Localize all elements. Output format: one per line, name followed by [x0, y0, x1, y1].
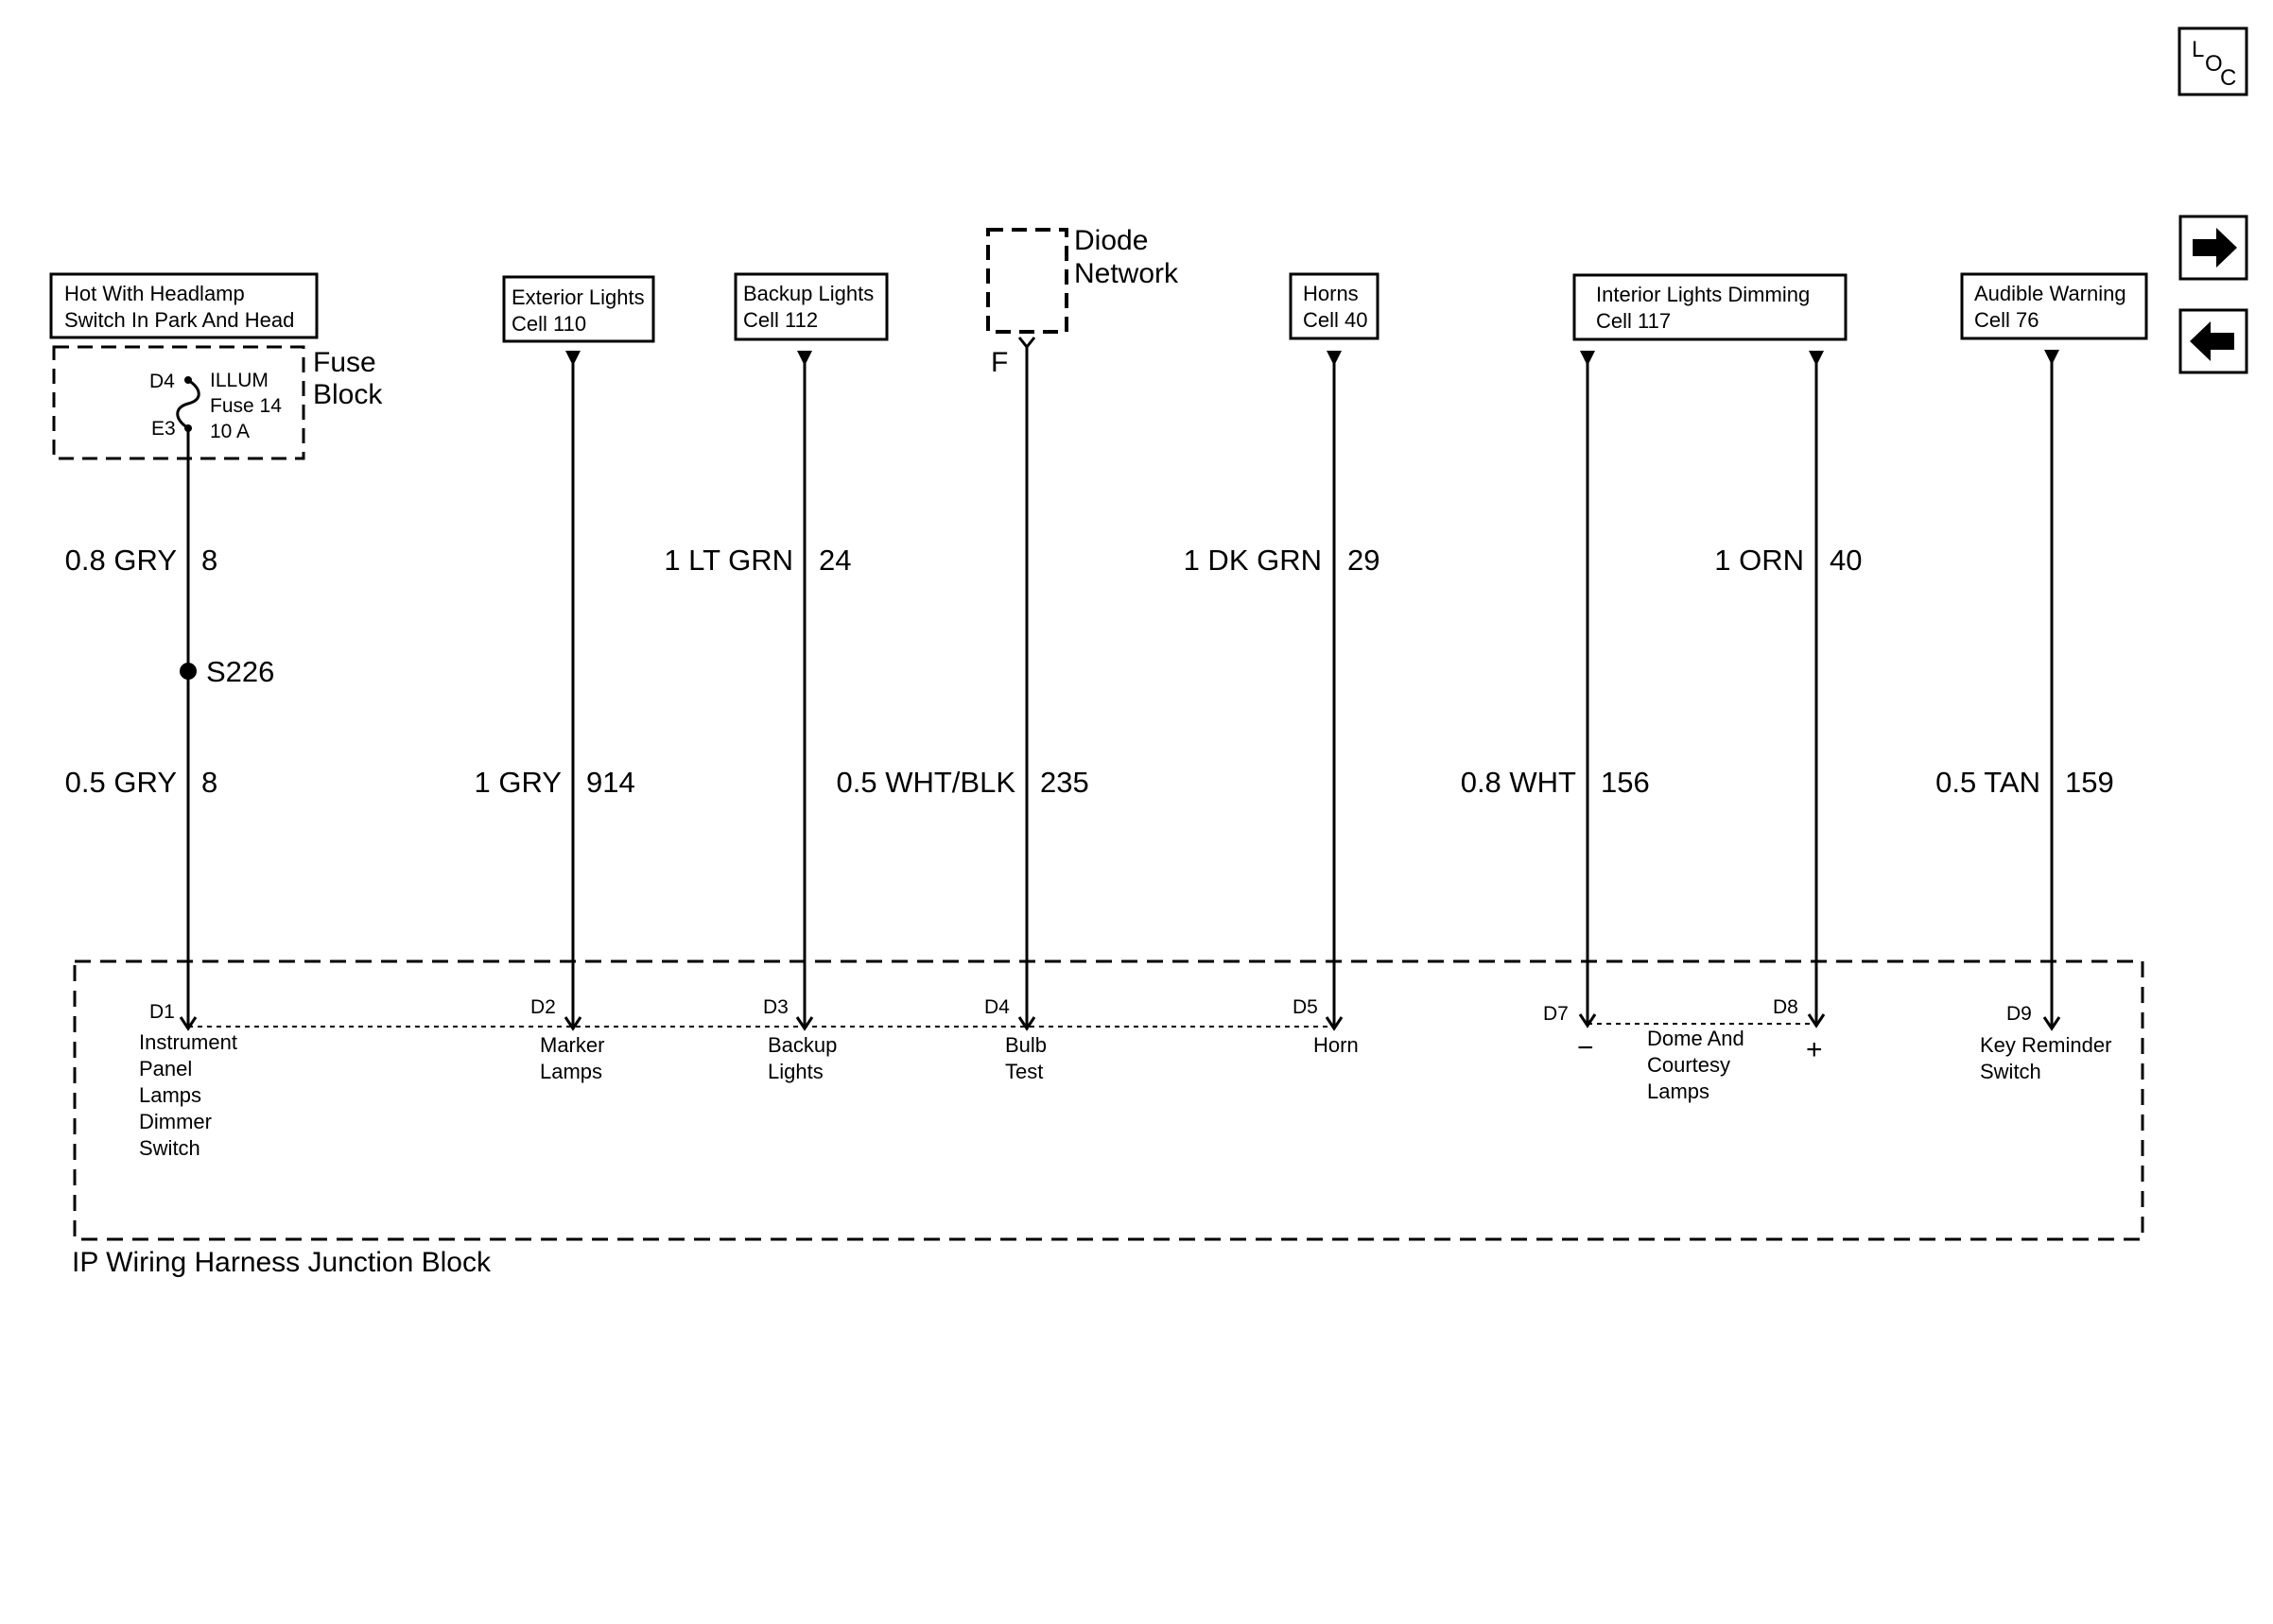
diode-network-label-line2: Network: [1074, 258, 1179, 289]
wire-d8-circuit: 40: [1830, 544, 1862, 577]
ref-interior-line2: Cell 117: [1596, 309, 1671, 333]
fuse-symbol: [176, 376, 200, 432]
dest-d4-line2: Test: [1005, 1060, 1043, 1083]
ref-box-interior-lights[interactable]: Interior Lights Dimming Cell 117: [1572, 273, 1848, 341]
wire-d1-lower-spec: 0.5 GRY: [65, 766, 177, 799]
polarity-minus: −: [1577, 1032, 1594, 1063]
wire-d4-spec: 0.5 WHT/BLK: [837, 766, 1016, 799]
wire-d2-spec: 1 GRY: [475, 766, 562, 799]
fuse-name-line3: 10 A: [210, 421, 250, 442]
ref-exterior-line1: Exterior Lights: [512, 285, 645, 309]
wire-d9-circuit: 159: [2065, 766, 2114, 799]
fuse-block-outline: [52, 345, 305, 460]
ref-box-horns[interactable]: Horns Cell 40: [1289, 272, 1379, 340]
dest-d4-line1: Bulb: [1005, 1033, 1047, 1057]
junction-pin-d3: D3: [763, 996, 789, 1018]
wire-d2-circuit: 914: [586, 766, 635, 799]
wire-d7: [1578, 351, 1597, 1028]
wire-d9: [2042, 350, 2061, 1031]
arrow-left-icon: [2190, 321, 2234, 361]
ref-box-audible-warning[interactable]: Audible Warning Cell 76: [1960, 272, 2148, 340]
ref-exterior-line2: Cell 110: [512, 312, 586, 336]
wire-d9-spec: 0.5 TAN: [1935, 766, 2040, 799]
ref-box-backup-lights[interactable]: Backup Lights Cell 112: [734, 272, 889, 341]
wire-d1-upper-circuit: 8: [201, 544, 217, 577]
dest-d78-line3: Lamps: [1647, 1080, 1709, 1103]
loc-letter-l: L: [2192, 37, 2204, 62]
wire-d5: [1325, 351, 1344, 1031]
wire-d5-spec: 1 DK GRN: [1184, 544, 1322, 577]
junction-pin-d8: D8: [1773, 996, 1798, 1018]
junction-pin-d1: D1: [149, 1001, 175, 1023]
ref-backup-line2: Cell 112: [743, 308, 818, 332]
fuse-source-line2: Switch In Park And Head: [64, 308, 294, 332]
fuse-source-line1: Hot With Headlamp: [64, 282, 245, 305]
dest-d1-line3: Lamps: [139, 1083, 201, 1107]
ref-horns-line2: Cell 40: [1303, 308, 1367, 332]
wire-d8: [1807, 351, 1826, 1028]
junction-block-outline: [73, 959, 2144, 1241]
loc-icon[interactable]: L O C: [2178, 26, 2248, 96]
wire-d8-spec: 1 ORN: [1714, 544, 1804, 577]
dest-d1-line4: Dimmer: [139, 1110, 212, 1133]
dest-d78-line1: Dome And: [1647, 1027, 1744, 1050]
dest-d3-line1: Backup: [768, 1033, 837, 1057]
fuse-pin-d4: D4: [149, 371, 175, 392]
wire-d3-spec: 1 LT GRN: [664, 544, 793, 577]
fuse-block-label-line1: Fuse: [313, 347, 376, 378]
wire-d3-circuit: 24: [819, 544, 851, 577]
ref-interior-line1: Interior Lights Dimming: [1596, 283, 1810, 306]
fuse-source-box: Hot With Headlamp Switch In Park And Hea…: [49, 272, 319, 339]
fuse-name-line2: Fuse 14: [210, 395, 282, 417]
back-button[interactable]: [2178, 308, 2248, 374]
diode-network-label-line1: Diode: [1074, 225, 1148, 256]
dest-d2-line1: Marker: [540, 1033, 604, 1057]
ref-backup-line1: Backup Lights: [743, 282, 874, 305]
diode-pin-f: F: [991, 347, 1008, 378]
fuse-name-line1: ILLUM: [210, 370, 269, 391]
fuse-block-label-line2: Block: [313, 379, 383, 410]
arrow-right-icon: [2193, 228, 2237, 268]
junction-pin-d4: D4: [984, 996, 1010, 1018]
dest-d1-line2: Panel: [139, 1057, 192, 1080]
ref-audible-line1: Audible Warning: [1974, 282, 2126, 305]
ref-horns-line1: Horns: [1303, 282, 1359, 305]
diode-network-outline: [986, 228, 1068, 334]
wire-d5-circuit: 29: [1347, 544, 1379, 577]
junction-pin-d9: D9: [2006, 1003, 2032, 1025]
wire-d4: [1017, 345, 1036, 1031]
wire-d1-upper-spec: 0.8 GRY: [65, 544, 177, 577]
junction-pin-d5: D5: [1293, 996, 1318, 1018]
splice-s226: [180, 663, 197, 680]
wire-d3: [795, 351, 814, 1031]
dest-d1-line1: Instrument: [139, 1030, 237, 1054]
dest-d9-line2: Switch: [1980, 1060, 2041, 1083]
wire-d1: [179, 428, 198, 1031]
dest-d9-line1: Key Reminder: [1980, 1033, 2111, 1057]
loc-letter-c: C: [2220, 65, 2236, 91]
fuse-pin-e3: E3: [151, 418, 176, 440]
loc-letter-o: O: [2205, 51, 2223, 77]
dest-d5-line1: Horn: [1313, 1033, 1359, 1057]
junction-pin-d2: D2: [530, 996, 556, 1018]
dest-d2-line2: Lamps: [540, 1060, 602, 1083]
ref-box-exterior-lights[interactable]: Exterior Lights Cell 110: [502, 275, 655, 343]
wire-d7-spec: 0.8 WHT: [1461, 766, 1576, 799]
wire-d1-lower-circuit: 8: [201, 766, 217, 799]
ref-audible-line2: Cell 76: [1974, 308, 2039, 332]
dest-d3-line2: Lights: [768, 1060, 824, 1083]
wire-d7-circuit: 156: [1601, 766, 1650, 799]
junction-block-title: IP Wiring Harness Junction Block: [72, 1247, 492, 1278]
polarity-plus: +: [1806, 1034, 1823, 1065]
forward-button[interactable]: [2178, 215, 2248, 281]
dest-d1-line5: Switch: [139, 1136, 200, 1160]
junction-pin-d7: D7: [1543, 1003, 1569, 1025]
splice-label: S226: [206, 655, 274, 688]
dest-d78-line2: Courtesy: [1647, 1053, 1730, 1077]
wire-d4-circuit: 235: [1040, 766, 1089, 799]
wire-d2: [564, 351, 582, 1031]
